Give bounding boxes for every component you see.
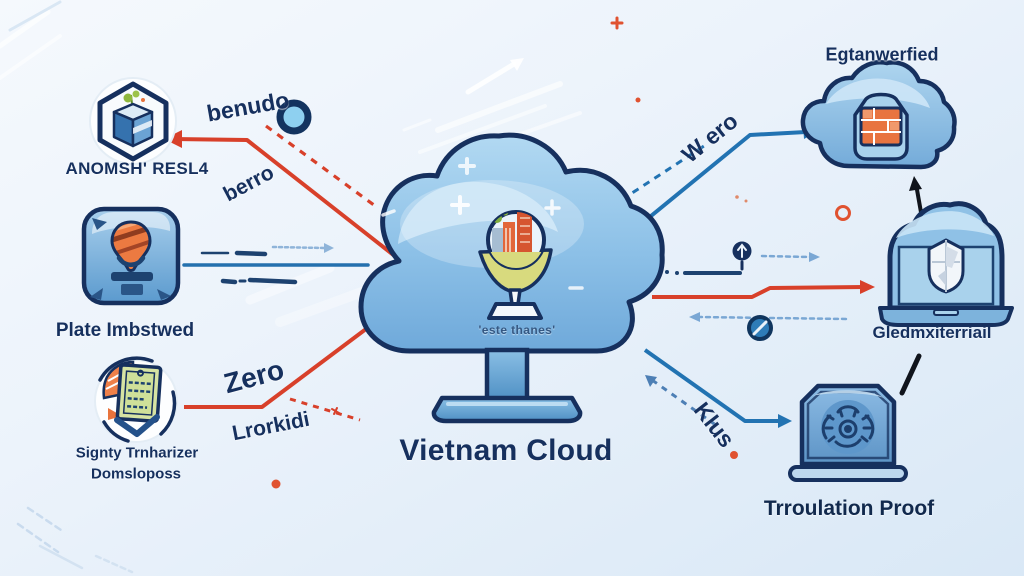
edge-blue-cloud-to-badge bbox=[643, 348, 792, 430]
trophy-city-icon bbox=[381, 157, 584, 320]
center-cloud-node bbox=[358, 132, 665, 424]
edge-blue-pinapp-to-cloud bbox=[182, 243, 370, 285]
center-node-caption: 'este thanes' bbox=[478, 323, 556, 337]
left-node-certificate-label-line1: Signty Trnharizer bbox=[75, 444, 199, 462]
map-pin-app-icon bbox=[81, 206, 181, 306]
black-connector-badge-laptop bbox=[899, 353, 922, 396]
center-node-title: Vietnam Cloud bbox=[399, 434, 613, 467]
cloud-stand bbox=[431, 347, 583, 424]
laptop-shield-icon bbox=[878, 201, 1014, 327]
right-node-firewall-label: Egtanwerfied bbox=[825, 44, 939, 65]
edge-red-cloud-to-laptop bbox=[652, 280, 875, 299]
compass-small-icon bbox=[747, 315, 773, 341]
right-node-laptop-label: Gledmxiterriail bbox=[872, 323, 992, 342]
scatter-dots-decor bbox=[271, 16, 851, 489]
left-node-pinapp-label: Plate Imbstwed bbox=[55, 320, 195, 341]
mid-right-detail-lines bbox=[665, 252, 850, 322]
background-streaks-decor bbox=[0, 0, 582, 574]
left-node-certificate-label-line2: Domsloposs bbox=[90, 465, 182, 483]
map-pin-small-icon bbox=[732, 241, 752, 271]
left-node-hexagon-label: ANOMSH' RESL4 bbox=[65, 159, 209, 178]
hexagon-package-icon bbox=[89, 77, 177, 165]
crest-ornament bbox=[821, 405, 875, 448]
gear-badge-icon bbox=[788, 383, 908, 482]
certificate-circle-icon bbox=[94, 356, 178, 443]
right-node-badge-label: Trroulation Proof bbox=[763, 497, 935, 520]
edge-red-certificate-to-cloud bbox=[184, 294, 412, 422]
benudo-ring-icon bbox=[276, 99, 312, 135]
firewall-cloud-icon bbox=[800, 60, 957, 170]
